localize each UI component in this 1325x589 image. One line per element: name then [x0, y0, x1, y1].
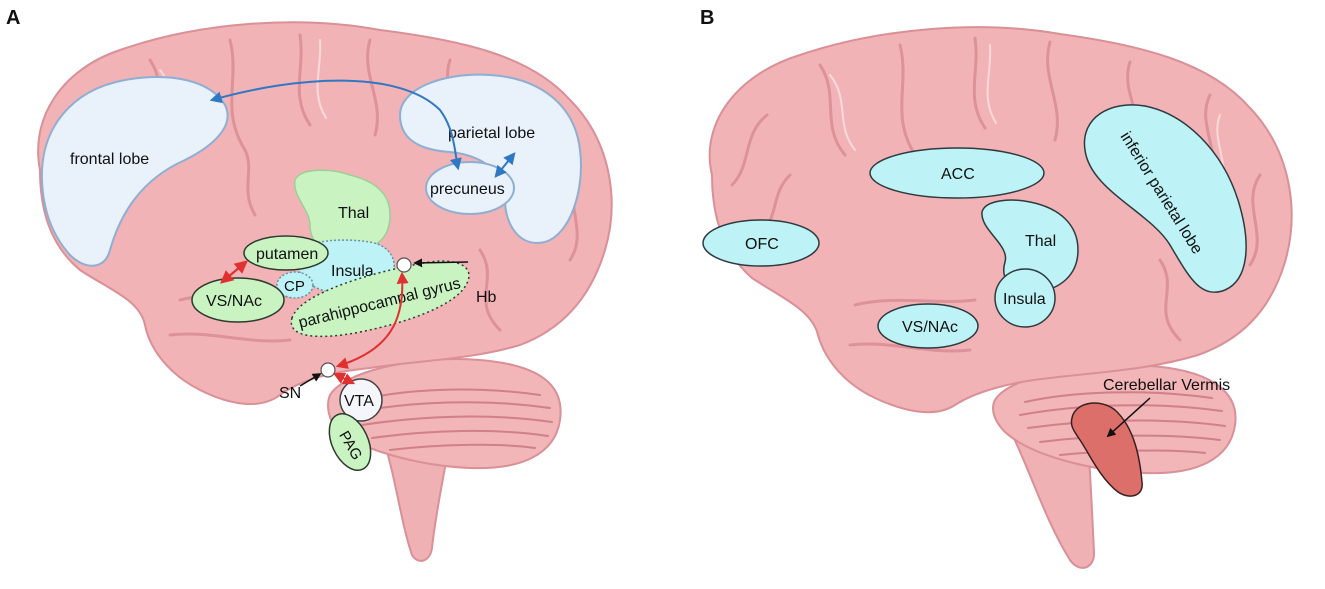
panel-a-vta-label: VTA — [344, 393, 374, 410]
panel-a-arrow-putamen-vsnac — [219, 260, 249, 284]
panel-a-vta — [339, 378, 383, 422]
panel-a-arrow-hb-sn — [335, 271, 409, 369]
panel-b-cerebellar-vermis-pointer — [1106, 397, 1151, 438]
panel-a-label: A — [6, 7, 20, 29]
panel-b-vs-nac-label: VS/NAc — [902, 319, 958, 336]
panel-a-cp — [276, 271, 314, 299]
panel-a-arrow-precuneus-parietal — [494, 152, 516, 178]
panel-a-parietal-lobe-label: parietal lobe — [448, 125, 535, 142]
panel-b-ofc-label: OFC — [745, 236, 779, 253]
panel-b-insula — [994, 268, 1056, 328]
panel-b-inferior-parietal-lobe — [1083, 104, 1247, 293]
panel-b-cerebellar-vermis-label: Cerebellar Vermis — [1103, 377, 1230, 394]
panel-a-arrow-sn-vta — [332, 372, 356, 385]
panel-a-hb-node — [396, 257, 412, 273]
panel-a-precuneus-label: precuneus — [430, 181, 505, 198]
panel-b-ofc — [702, 219, 820, 267]
panel-b-label: B — [700, 7, 714, 29]
panel-b-vs-nac — [877, 303, 979, 349]
panel-a-cp-label: CP — [284, 278, 305, 295]
panel-a-frontal-lobe-label: frontal lobe — [70, 151, 149, 168]
panel-a-pag — [328, 413, 372, 471]
panel-a-arrow-frontal-precuneus — [209, 79, 462, 171]
panel-a-putamen — [243, 235, 329, 271]
panel-b-thal — [981, 199, 1079, 293]
panel-b-cerebellar-vermis — [1070, 402, 1143, 497]
panel-b-acc — [869, 147, 1045, 199]
panel-a-putamen-label: putamen — [256, 246, 318, 263]
panel-a-sn-node — [320, 362, 336, 378]
panel-a-frontal-lobe — [40, 76, 229, 267]
panel-b-brainstem — [1008, 428, 1096, 569]
panel-a-thal — [294, 169, 391, 253]
panel-a-sn-pointer — [299, 373, 322, 387]
panel-b: B — [700, 7, 1293, 569]
panel-a-precuneus — [425, 161, 515, 215]
panel-b-acc-label: ACC — [941, 166, 975, 183]
panel-a-hb-label: Hb — [476, 289, 497, 306]
panel-b-thal-label: Thal — [1025, 233, 1056, 250]
panel-a: A — [6, 7, 613, 562]
panel-a-sn-label: SN — [279, 385, 301, 402]
panel-a-vs-nac-label: VS/NAc — [206, 293, 262, 310]
panel-b-insula-label: Insula — [1003, 291, 1046, 308]
panel-a-thal-label: Thal — [338, 205, 369, 222]
panel-a-hb-pointer — [413, 258, 469, 268]
